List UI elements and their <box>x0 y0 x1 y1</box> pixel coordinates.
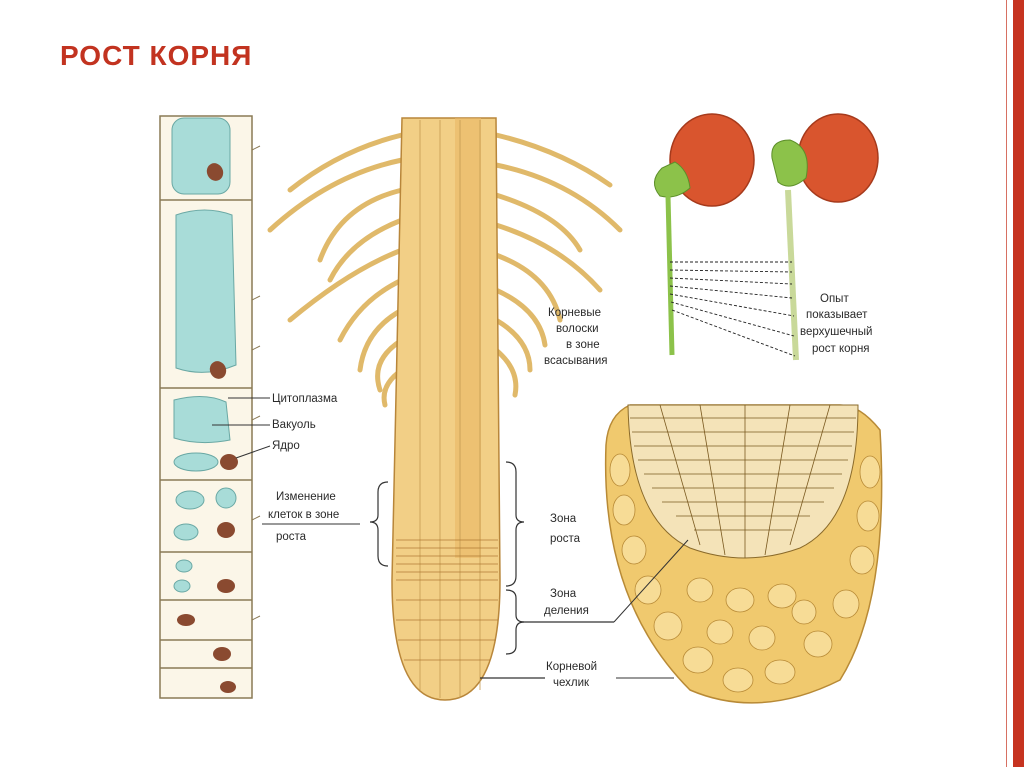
label-growth-2: роста <box>550 533 581 545</box>
nuclei <box>177 163 238 693</box>
root-zone-braces <box>369 461 614 679</box>
label-experiment-3: верхушечный <box>800 326 872 338</box>
label-division-1: Зона <box>550 588 577 600</box>
root-body <box>391 117 501 701</box>
cell-column <box>159 115 261 699</box>
label-experiment-1: Опыт <box>820 293 849 305</box>
seed-experiment <box>654 113 879 361</box>
label-cap-1: Корневой <box>546 661 597 673</box>
label-change-1: Изменение <box>276 491 336 503</box>
label-hairs-3: в зоне <box>566 339 600 351</box>
cell-leader-lines <box>212 397 360 525</box>
label-growth-1: Зона <box>550 513 577 525</box>
label-cap-2: чехлик <box>553 677 590 689</box>
label-nucleus: Ядро <box>272 440 300 452</box>
label-cytoplasm: Цитоплазма <box>272 393 338 405</box>
root-hairs <box>267 132 623 408</box>
slide-title: РОСТ КОРНЯ <box>60 40 253 71</box>
slide-edge-stripe <box>1013 0 1024 767</box>
label-vacuole: Вакуоль <box>272 419 316 431</box>
slide-edge-line <box>1006 0 1007 767</box>
root-tip-section <box>604 404 883 704</box>
label-hairs-1: Корневые <box>548 307 601 319</box>
root-division-lines <box>396 539 498 661</box>
label-experiment-2: показывает <box>806 309 868 321</box>
label-change-3: роста <box>276 531 307 543</box>
label-experiment-4: рост корня <box>812 343 870 355</box>
label-hairs-2: волоски <box>556 323 599 335</box>
label-change-2: клеток в зоне <box>268 509 339 521</box>
label-division-2: деления <box>544 605 589 617</box>
label-hairs-4: всасывания <box>544 355 608 367</box>
